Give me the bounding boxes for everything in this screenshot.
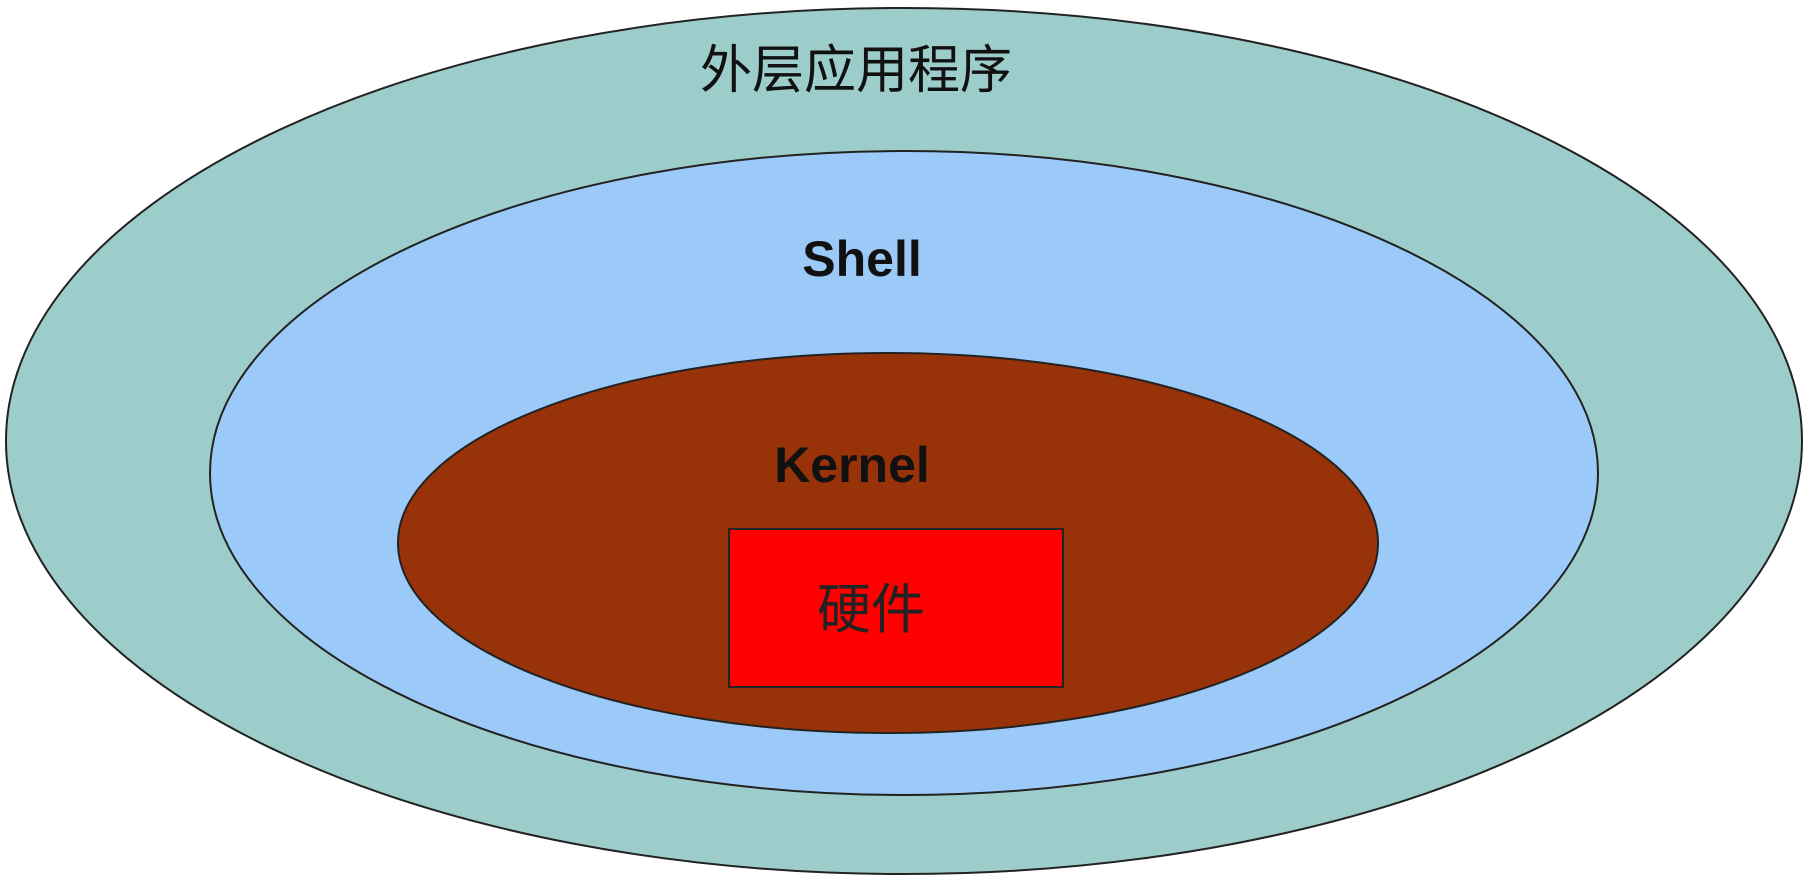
kernel-layer-label: Kernel <box>774 437 930 493</box>
hardware-label: 硬件 <box>817 578 925 641</box>
shell-layer-label: Shell <box>802 231 921 287</box>
outer-layer-label: 外层应用程序 <box>700 41 1012 101</box>
hardware-box <box>728 528 1064 688</box>
